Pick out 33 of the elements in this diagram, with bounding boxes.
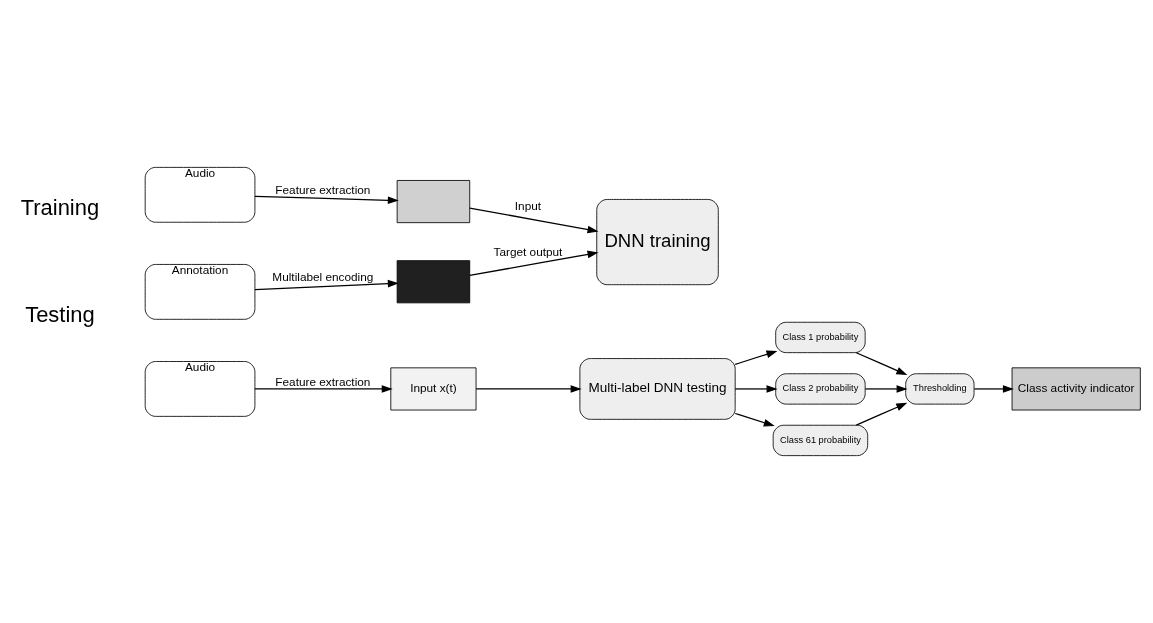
arrow: [469, 250, 599, 277]
node-box: Class activity indicator: [1011, 367, 1141, 411]
node-box: Input x(t): [390, 367, 477, 411]
arrow: [254, 195, 399, 205]
arrow: [734, 412, 775, 427]
edge-label: Target output: [493, 244, 563, 259]
node-box: [396, 180, 471, 224]
arrow: [864, 385, 908, 393]
node-box: [396, 260, 471, 304]
edge-label: Feature extraction: [275, 183, 371, 198]
arrow: [469, 207, 599, 234]
arrow: [254, 385, 393, 393]
arrow: [855, 352, 908, 376]
arrow: [475, 385, 582, 393]
node-box: Class 2 probability: [775, 373, 866, 405]
edge-label: Multilabel encoding: [272, 270, 374, 285]
arrow: [734, 385, 778, 393]
arrow: [855, 402, 908, 426]
node-box: Class 1 probability: [775, 321, 866, 354]
node-box: Thresholding: [905, 373, 975, 405]
arrow: [973, 385, 1014, 393]
edge-label: Input: [514, 199, 542, 214]
node-box: Audio: [144, 361, 256, 417]
label: Testing: [25, 301, 95, 327]
node-box: Class 61 probability: [772, 424, 869, 457]
node-box: Multi-label DNN testing: [579, 358, 736, 420]
node-box: DNN training: [596, 199, 719, 286]
node-box: Annotation: [144, 264, 256, 320]
node-box: Audio: [144, 166, 256, 223]
arrow: [254, 279, 399, 291]
edge-label: Feature extraction: [275, 374, 371, 389]
arrow: [734, 350, 778, 366]
label: Training: [20, 195, 100, 221]
